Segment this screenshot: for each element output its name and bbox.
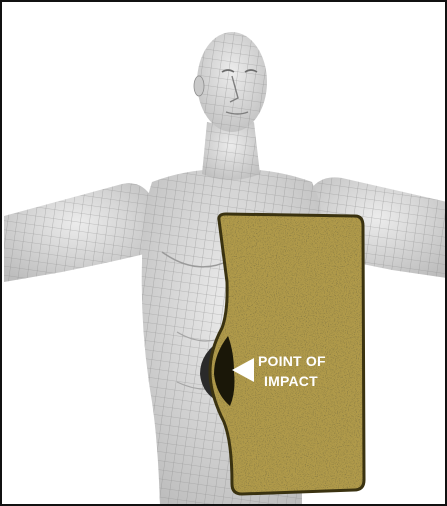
impact-label-line2: IMPACT bbox=[264, 373, 318, 389]
impact-label-line1: POINT OF bbox=[258, 353, 326, 369]
